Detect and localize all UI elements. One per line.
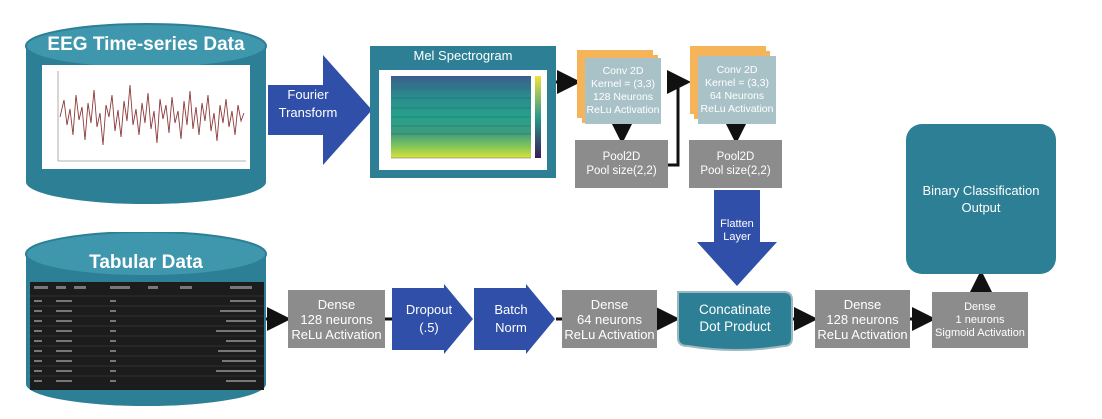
flatten-arrow bbox=[697, 190, 777, 286]
spectrogram-panel: Mel Spectrogram bbox=[370, 46, 556, 178]
tabular-table-image bbox=[30, 282, 264, 390]
dropout-arrow bbox=[392, 284, 473, 354]
connector-pool1-to-conv2 bbox=[667, 70, 691, 167]
eeg-plot bbox=[42, 65, 250, 169]
concat-shape bbox=[677, 291, 793, 351]
batchnorm-arrow bbox=[474, 284, 555, 354]
tabular-title: Tabular Data bbox=[89, 252, 203, 273]
spectrogram-image bbox=[379, 70, 547, 170]
fourier-arrow bbox=[268, 55, 372, 165]
dropout-label: Dropout(.5) bbox=[405, 302, 453, 335]
eeg-title: EEG Time-series Data bbox=[47, 34, 245, 55]
spectrogram-title: Mel Spectrogram bbox=[413, 48, 513, 63]
